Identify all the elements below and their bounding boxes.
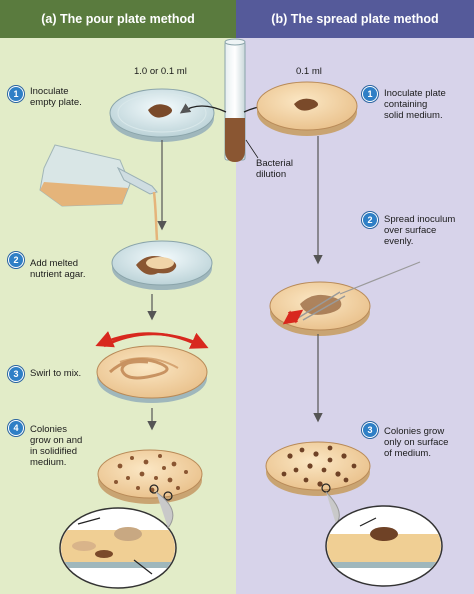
spread-plate-step2 — [269, 261, 421, 336]
spread-plate-header: (b) The spread plate method — [236, 0, 474, 38]
pour-step-4-text: Colonies grow on and in solidified mediu… — [30, 424, 83, 468]
pour-plate-header: (a) The pour plate method — [0, 0, 236, 38]
pour-step-2-text: Add melted nutrient agar. — [30, 258, 86, 280]
spread-step-3-badge: 3 — [362, 422, 378, 438]
pour-step-3-badge: 3 — [8, 366, 24, 382]
colonies — [114, 454, 188, 493]
spread-plate-step1 — [256, 81, 358, 136]
pour-plate-step1 — [109, 88, 215, 142]
pour-plate-step2 — [111, 240, 213, 290]
pour-step-1-text: Inoculate empty plate. — [30, 86, 82, 108]
spread-plate-step3 — [265, 441, 371, 496]
test-tube-icon — [224, 38, 246, 162]
pour-step-2-badge: 2 — [8, 252, 24, 268]
spread-cross-section — [325, 491, 443, 587]
pour-step-1-badge: 1 — [8, 86, 24, 102]
flask-icon — [39, 144, 159, 241]
pour-cross-section — [59, 491, 177, 589]
pour-plate-step3 — [95, 331, 209, 403]
spread-volume-label: 0.1 ml — [296, 66, 322, 77]
spread-step-1-badge: 1 — [362, 86, 378, 102]
spread-step-1-text: Inoculate plate containing solid medium. — [384, 88, 446, 121]
tube-label: Bacterial dilution — [256, 158, 293, 180]
pour-step-3-text: Swirl to mix. — [30, 368, 82, 379]
colonies — [281, 445, 357, 487]
inoculum-drop — [148, 104, 173, 118]
spreader-icon — [297, 291, 346, 321]
pour-volume-label: 1.0 or 0.1 ml — [134, 66, 187, 77]
pour-step-4-badge: 4 — [8, 420, 24, 436]
spread-step-2-text: Spread inoculum over surface evenly. — [384, 214, 456, 247]
pour-plate-step4 — [97, 449, 203, 504]
spread-step-2-badge: 2 — [362, 212, 378, 228]
spread-step-3-text: Colonies grow only on surface of medium. — [384, 426, 449, 459]
